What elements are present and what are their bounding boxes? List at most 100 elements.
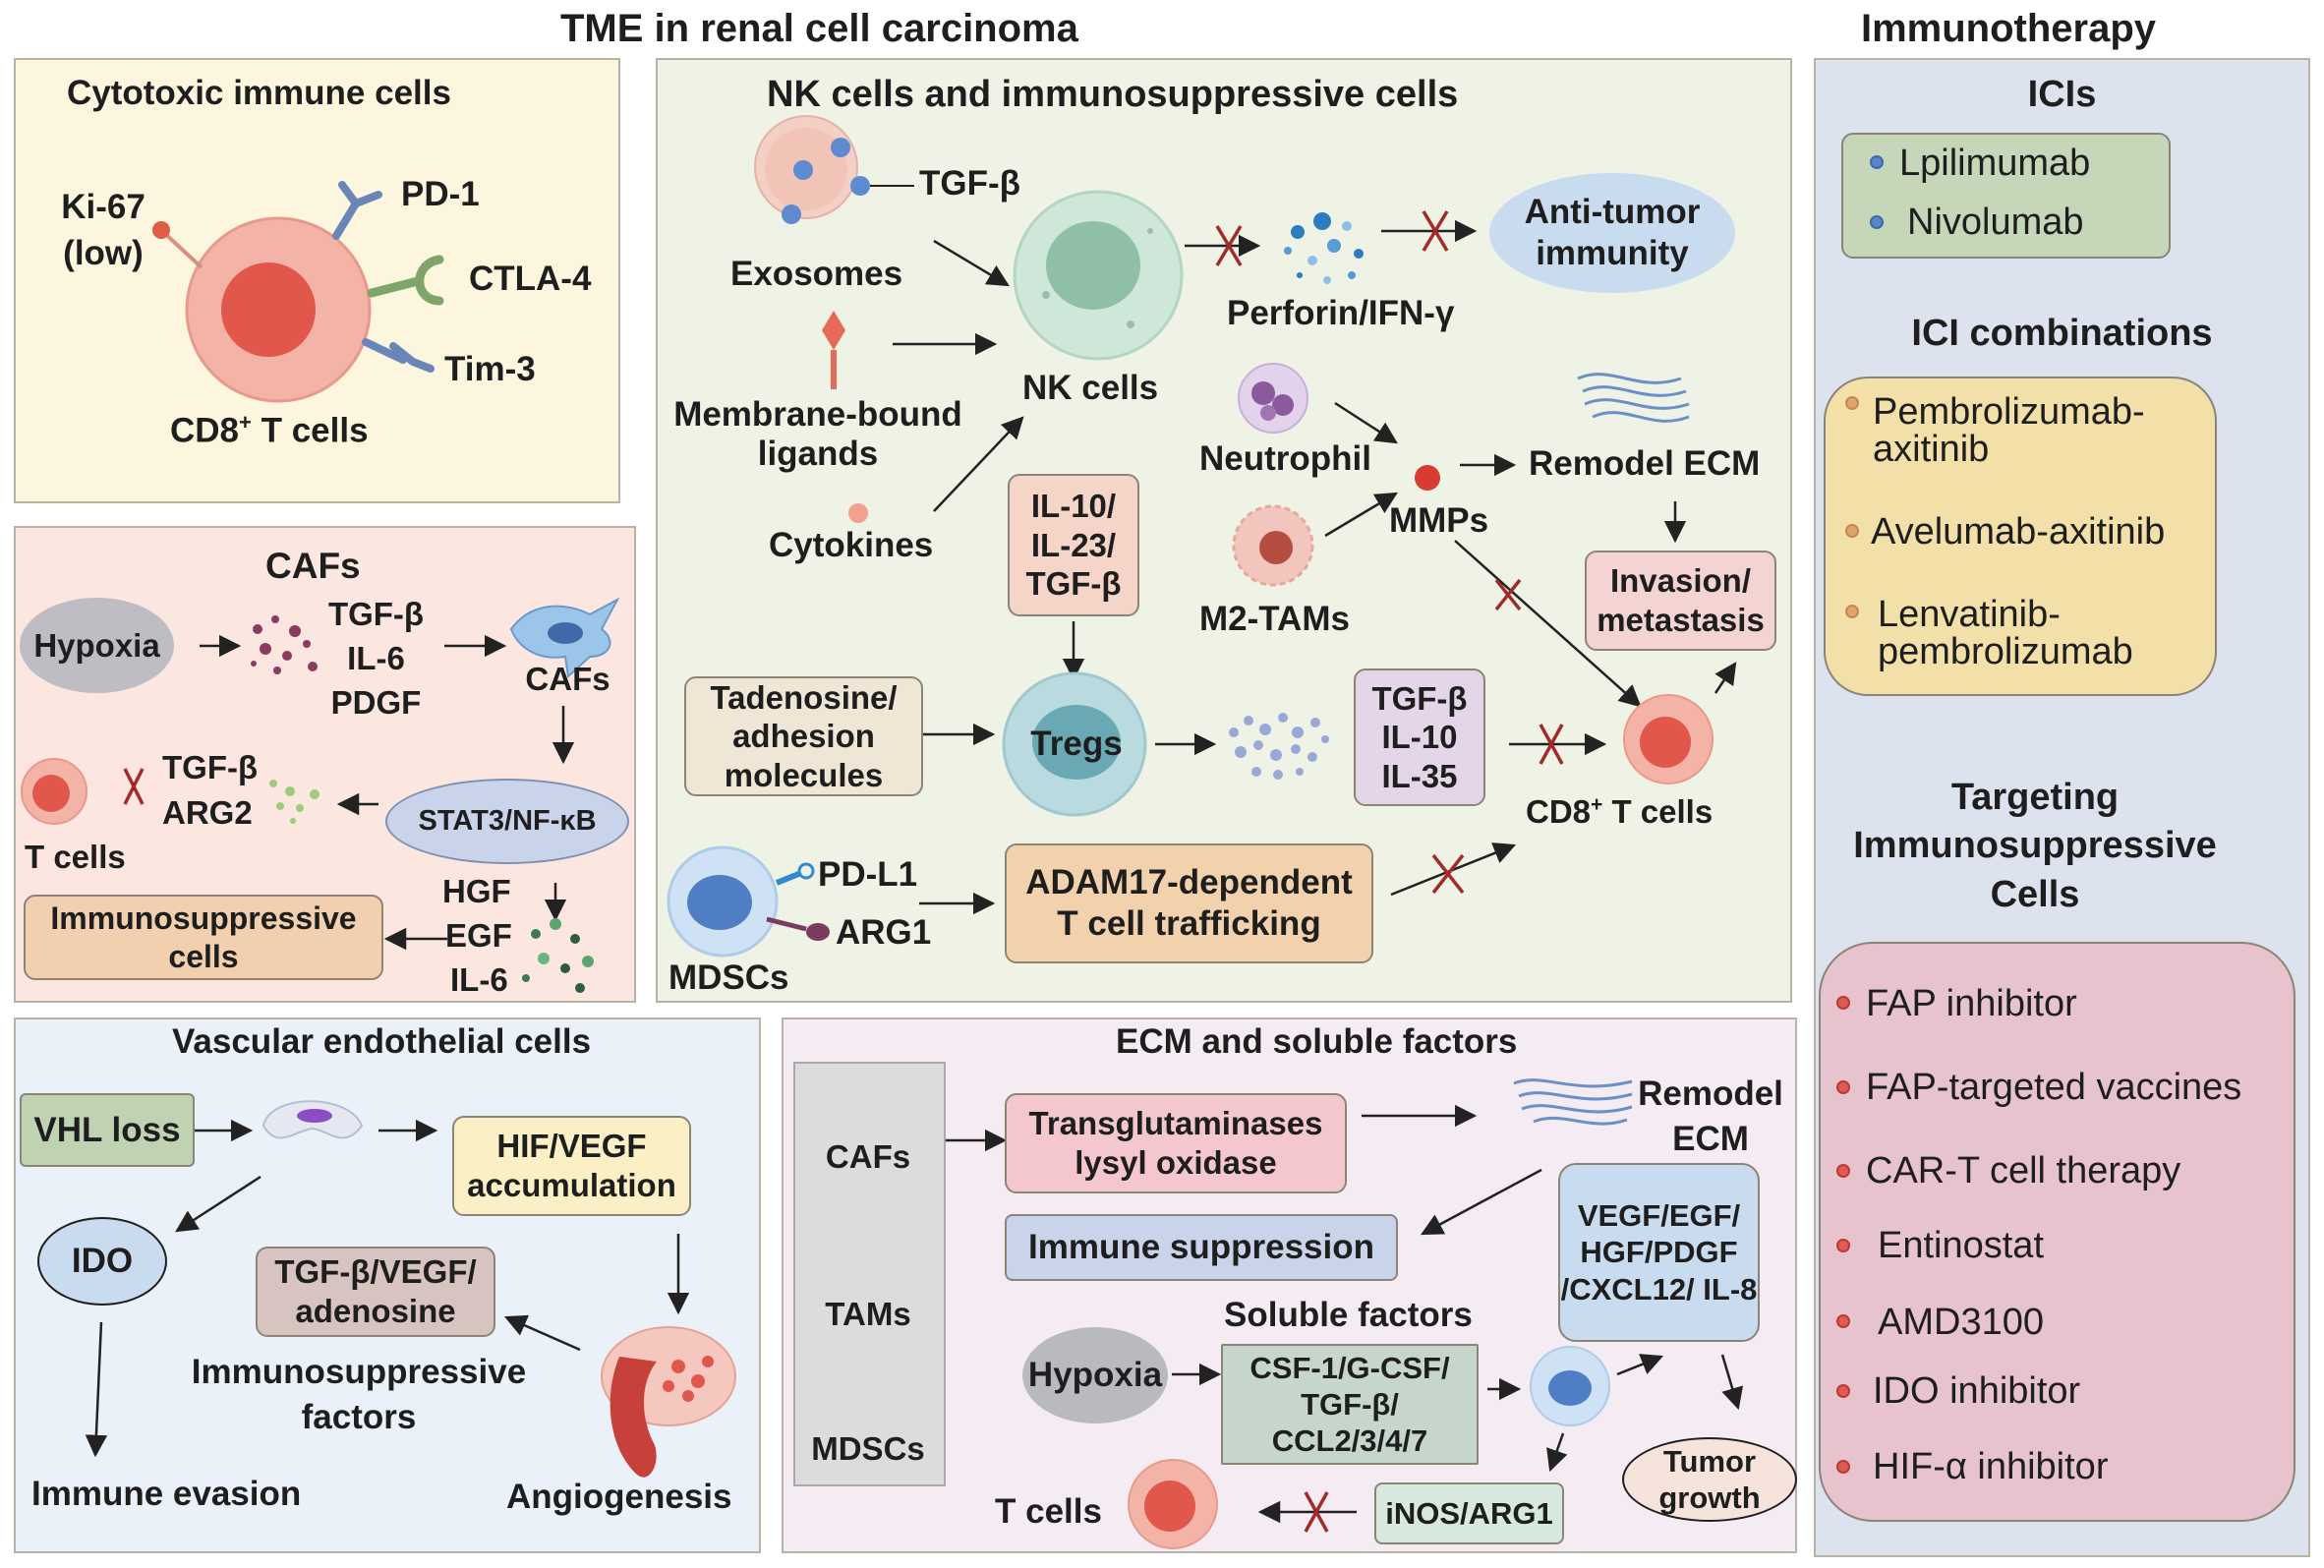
target-item-7: HIF-α inhibitor (1873, 1446, 2109, 1487)
icis-title: ICIs (2027, 74, 2097, 115)
ecm-soluble-cell-icon (1530, 1346, 1610, 1426)
vascular-immune-evasion: Immune evasion (31, 1475, 302, 1513)
icis-bullet-1 (1870, 155, 1884, 169)
vascular-hif-box: HIF/VEGF accumulation (452, 1116, 691, 1216)
pd1-receptor-icon (332, 181, 382, 240)
m2-tam-icon (1232, 504, 1314, 587)
target-bullet-3 (1836, 1164, 1850, 1178)
target-bullet-7 (1836, 1460, 1850, 1474)
cytotoxic-panel (14, 58, 620, 503)
main-title: TME in renal cell carcinoma (560, 7, 1078, 50)
blood-vessel-icon (601, 1326, 736, 1478)
caf-green-dots-icon (269, 780, 320, 824)
target-item-6: IDO inhibitor (1873, 1370, 2081, 1412)
combo-bullet-3 (1845, 605, 1859, 618)
caf-tcell-icon (21, 758, 87, 825)
nk-m2tams-label: M2-TAMs (1199, 600, 1350, 638)
ctla4-receptor-icon (367, 255, 444, 306)
nk-adam-box: ADAM17-dependent T cell trafficking (1005, 843, 1373, 963)
nk-arg1-label: ARG1 (836, 913, 932, 952)
target-item-4: Entinostat (1878, 1225, 2044, 1266)
caf-factor-3: PDGF (330, 684, 422, 721)
caf-arg2-label: ARG2 (162, 794, 253, 831)
vascular-ido-ellipse: IDO (37, 1217, 167, 1306)
nk-il10-box: IL-10/ IL-23/ TGF-β (1008, 474, 1139, 616)
nk-tadenosine-box: Tadenosine/ adhesion molecules (684, 676, 923, 796)
caf-growth-factor-dots-icon (522, 918, 594, 993)
caf-factor-1: TGF-β (327, 596, 425, 632)
ecm-title: ECM and soluble factors (1116, 1022, 1518, 1061)
cytokine-dot-icon (848, 503, 868, 523)
combo-item-3b: pembrolizumab (1878, 631, 2133, 672)
ecm-inos-box: iNOS/ARG1 (1374, 1482, 1564, 1544)
nk-tregs-label: Tregs (1030, 725, 1123, 763)
ecm-soluble-label: Soluble factors (1224, 1296, 1473, 1334)
caf-stat-ellipse: STAT3/NF-κB (385, 779, 629, 864)
caf-hypoxia-ellipse: Hypoxia (20, 598, 174, 693)
icis-item-1: Lpilimumab (1899, 143, 2091, 184)
treg-cell-icon (1002, 671, 1147, 817)
nk-cytokines-label: Cytokines (769, 526, 934, 564)
nk-mdscs-label: MDSCs (668, 958, 789, 997)
target-bullet-4 (1836, 1239, 1850, 1252)
target-item-5: AMD3100 (1878, 1302, 2044, 1343)
nk-title: NK cells and immunosuppressive cells (767, 74, 1459, 115)
caf-hgf-label: HGF (442, 873, 511, 909)
nk-antitumor-ellipse: Anti-tumor immunity (1489, 173, 1735, 293)
caf-il6-label: IL-6 (450, 961, 508, 998)
ecm-immune-suppression-box: Immune suppression (1005, 1214, 1398, 1281)
icis-bullet-2 (1870, 215, 1884, 229)
caf-fibroblast-icon (509, 597, 620, 678)
ecm-fiber-icon (1577, 373, 1690, 423)
icis-box (1841, 133, 2171, 259)
caf-title: CAFs (265, 546, 361, 586)
caf-cafs-label: CAFs (525, 661, 610, 697)
target-item-3: CAR-T cell therapy (1866, 1150, 2181, 1191)
nk-tgfb-label: TGF-β (919, 164, 1021, 203)
ecm-cafs-label: CAFs (825, 1138, 911, 1175)
target-item-1: FAP inhibitor (1866, 983, 2077, 1024)
ecm-tams-label: TAMs (825, 1296, 911, 1332)
cd8-cell-label: CD8+ T cells (170, 410, 369, 451)
treg-secretion-dots-icon (1229, 713, 1329, 780)
ecm-tcells-label: T cells (995, 1492, 1102, 1531)
nk-remodel-label: Remodel ECM (1529, 444, 1761, 483)
combo-item-3: Lenvatinib- (1878, 594, 2061, 635)
cytotoxic-title: Cytotoxic immune cells (67, 74, 451, 112)
vascular-vhl-box: VHL loss (20, 1093, 195, 1167)
target-bullet-1 (1836, 996, 1850, 1010)
nk-invasion-box: Invasion/ metastasis (1585, 551, 1776, 651)
immunotherapy-title: Immunotherapy (1861, 7, 2157, 50)
nk-cd8-label: CD8+ T cells (1526, 793, 1713, 831)
exosome-icon (754, 115, 914, 224)
nk-cd8-superscript: + (1591, 793, 1603, 816)
nk-pdl1-label: PD-L1 (818, 855, 918, 894)
tim3-receptor-icon (362, 338, 435, 373)
ecm-hypoxia-ellipse: Hypoxia (1022, 1327, 1168, 1423)
mmps-dot-icon (1415, 465, 1440, 491)
ecm-tcell-icon (1128, 1459, 1218, 1549)
pd1-label: PD-1 (401, 175, 480, 213)
caf-immunosuppressive-box: Immunosuppressive cells (24, 895, 383, 980)
combo-item-1: Pembrolizumab- (1873, 391, 2145, 433)
neutrophil-icon (1238, 363, 1308, 434)
nk-cd8-suffix: T cells (1602, 793, 1714, 830)
cd8-superscript: + (239, 410, 252, 435)
nk-cd8-text: CD8 (1526, 793, 1592, 830)
caf-tgfb-label: TGF-β (162, 749, 259, 785)
nk-cell-icon (1013, 190, 1184, 361)
ecm-fiber-2-icon (1513, 1078, 1633, 1126)
nk-mmps-label: MMPs (1389, 501, 1489, 540)
nk-exosomes-label: Exosomes (730, 255, 903, 293)
caf-factor-dots-icon (251, 615, 318, 674)
cd8-suffix: T cells (251, 411, 369, 450)
cd8-target-cell-icon (1623, 694, 1714, 784)
perforin-granules-icon (1284, 212, 1364, 284)
combo-bullet-1 (1845, 396, 1859, 410)
ki67-label: Ki-67 (61, 188, 145, 226)
target-title: Targeting Immunosuppressive Cells (1853, 777, 2217, 915)
vascular-tgfb-box: TGF-β/VEGF/ adenosine (256, 1247, 495, 1337)
icis-item-2: Nivolumab (1907, 202, 2084, 243)
ecm-mdscs-label: MDSCs (811, 1430, 925, 1467)
ecm-remodel-label: Remodel ECM (1638, 1074, 1783, 1158)
